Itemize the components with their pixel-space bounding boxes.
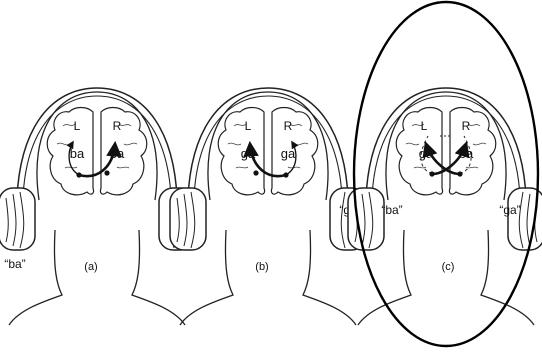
panel-a-right-letter: R bbox=[113, 119, 122, 133]
panel-b-left-letter: L bbox=[245, 119, 252, 133]
panel-b-right-percept: ga bbox=[281, 146, 296, 161]
highlight-ellipse bbox=[354, 2, 538, 346]
panel-c-caption: (c) bbox=[442, 261, 455, 273]
panel-c-left-ear-sound: “ba” bbox=[381, 203, 402, 217]
panel-a: L R ba ba “ba” (a) bbox=[0, 88, 195, 325]
panel-a-left-percept: ba bbox=[70, 146, 85, 161]
panel-b-caption: (b) bbox=[255, 261, 268, 273]
panel-b-right-letter: R bbox=[284, 119, 293, 133]
left-ear-nucleus bbox=[253, 170, 258, 175]
panel-a-caption: (a) bbox=[84, 261, 97, 273]
panel-c-right-letter: R bbox=[462, 119, 471, 133]
panel-a-left-ear-sound: “ba” bbox=[4, 257, 25, 271]
right-ear-nucleus bbox=[104, 170, 109, 175]
panel-a-left-letter: L bbox=[74, 119, 81, 133]
panel-c-right-ear-sound: “ga” bbox=[499, 203, 520, 217]
panel-c-left-letter: L bbox=[421, 119, 428, 133]
panel-b: L R ga ga “ga” (b) bbox=[170, 88, 366, 325]
